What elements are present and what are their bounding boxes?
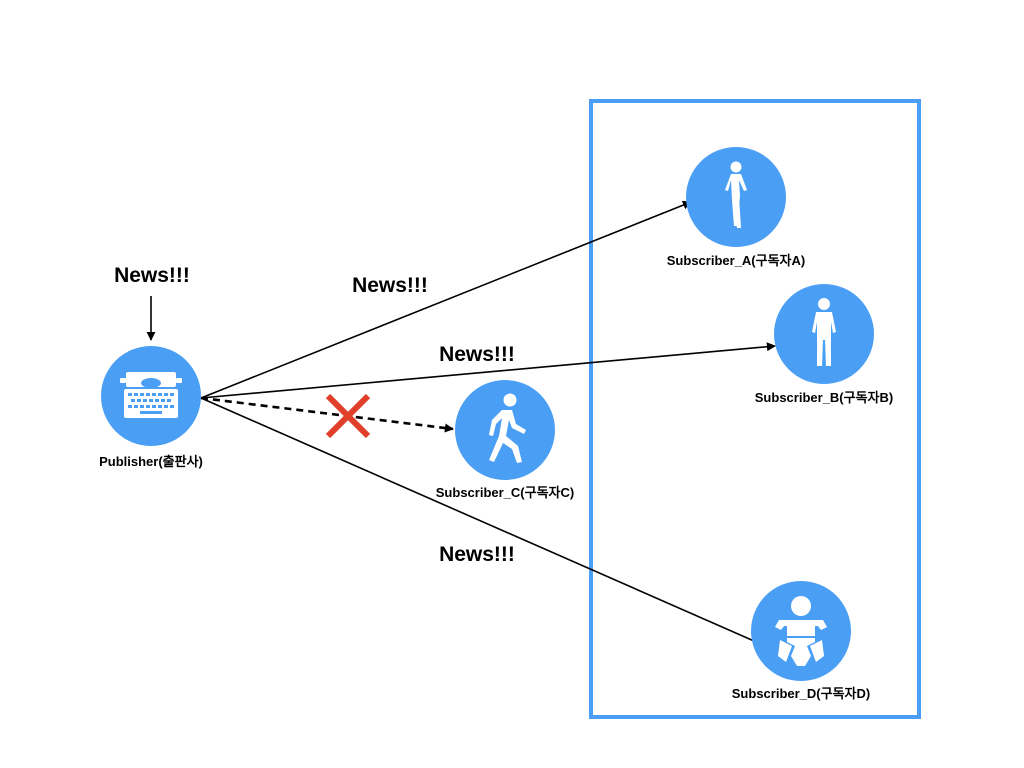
woman-standing-icon bbox=[725, 161, 747, 228]
arrow-to-subscriber-a bbox=[200, 200, 692, 399]
arrow-to-subscriber-b bbox=[200, 342, 776, 399]
subscriber-c-node: Subscriber_C(구독자C) bbox=[436, 380, 574, 500]
publisher-label: Publisher(출판사) bbox=[99, 454, 203, 469]
message-label-a: News!!! bbox=[352, 274, 428, 297]
subscriber-a-label: Subscriber_A(구독자A) bbox=[667, 253, 805, 268]
subscriber-group-box bbox=[589, 99, 921, 719]
typewriter-icon bbox=[120, 372, 182, 418]
message-label-d: News!!! bbox=[439, 543, 515, 566]
subscriber-a-node: Subscriber_A(구독자A) bbox=[667, 147, 805, 268]
line-to-subscriber-d bbox=[200, 397, 755, 642]
message-label-b: News!!! bbox=[439, 343, 515, 366]
publisher-node: Publisher(출판사) bbox=[99, 346, 203, 469]
baby-icon bbox=[775, 596, 827, 666]
person-walking-icon bbox=[489, 393, 526, 463]
subscriber-b-label: Subscriber_B(구독자B) bbox=[755, 390, 893, 405]
cross-icon bbox=[325, 393, 371, 439]
incoming-message-label: News!!! bbox=[114, 264, 190, 287]
subscriber-c-label: Subscriber_C(구독자C) bbox=[436, 485, 574, 500]
subscriber-d-node: Subscriber_D(구독자D) bbox=[732, 581, 870, 701]
arrow-to-subscriber-c-dashed bbox=[200, 396, 454, 433]
man-standing-icon bbox=[812, 298, 836, 366]
subscriber-b-node: Subscriber_B(구독자B) bbox=[755, 284, 893, 405]
subscriber-d-label: Subscriber_D(구독자D) bbox=[732, 686, 870, 701]
